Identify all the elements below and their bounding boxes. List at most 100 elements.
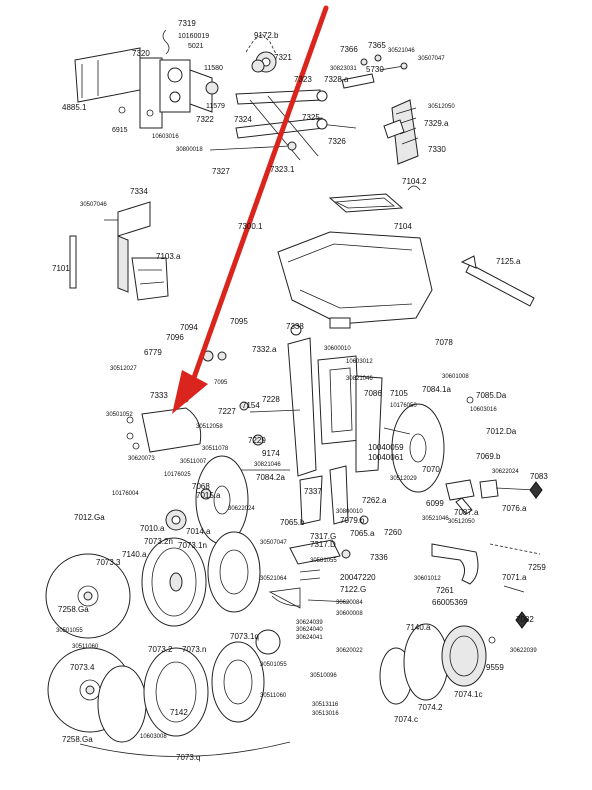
part-number-label: 30800018 [176, 147, 203, 153]
red-pointer-arrow-icon [172, 5, 329, 414]
part-number-label: 7073.n [182, 645, 206, 654]
part-number-label: 30512050 [448, 519, 475, 525]
part-number-label: 7015.a [196, 491, 221, 500]
part-number-label: 7334 [130, 187, 148, 196]
part-number-label: 30512058 [196, 424, 223, 430]
part-number-label: 7326 [328, 137, 346, 146]
part-number-label: 7069.b [476, 452, 501, 461]
part-number-label: 7259 [528, 563, 546, 572]
part-number-label: 30513116 [312, 702, 339, 708]
part-number-label: 30510096 [310, 673, 337, 679]
part-number-label: 30511060 [260, 693, 287, 699]
part-number-label: 7319 [178, 19, 196, 28]
part-number-label: 30601012 [414, 576, 441, 582]
part-number-label: 30511060 [72, 644, 99, 650]
part-number-label: 7085.Da [476, 391, 507, 400]
part-number-label: 7320 [132, 49, 150, 58]
part-number-label: 7076.a [502, 504, 527, 513]
part-number-label: 7333 [150, 391, 168, 400]
part-number-label: 7071.a [502, 573, 527, 582]
part-number-label: 7073.4 [70, 663, 95, 672]
part-number-label: 30600010 [324, 346, 351, 352]
closing-wheel-arm-part [431, 543, 541, 629]
part-number-label: 7079.b [340, 516, 365, 525]
part-number-label: 7323 [294, 75, 312, 84]
part-number-label: 7073.3 [96, 558, 121, 567]
part-number-label: 7140.a [406, 623, 431, 632]
part-number-label: 7142 [170, 708, 188, 717]
part-number-label: 30601008 [442, 374, 469, 380]
part-number-label: 11579 [206, 103, 225, 110]
chain-part [245, 33, 277, 73]
part-number-label: 10040061 [368, 453, 404, 462]
part-number-label: 7087.a [454, 508, 479, 517]
part-number-label: 10160019 [178, 33, 209, 40]
part-number-label: 30501052 [106, 412, 133, 418]
part-number-label: 30507047 [260, 540, 287, 546]
part-number-label: 7125.a [496, 257, 521, 266]
part-number-label: 30512027 [110, 366, 137, 372]
part-number-label: 30511078 [202, 446, 229, 452]
part-number-label: 7104.2 [402, 177, 427, 186]
part-number-label: 5021 [188, 43, 204, 50]
part-number-label: 7073.2 [148, 645, 173, 654]
part-number-label: 7073.1q [230, 632, 259, 641]
part-number-label: 7012.Ga [74, 513, 105, 522]
part-number-label: 7329.a [424, 119, 449, 128]
part-number-label: 66005369 [432, 598, 468, 607]
part-number-label: 7083 [530, 472, 548, 481]
part-number-label: 9174 [262, 449, 280, 458]
part-number-label: 10603008 [140, 734, 167, 740]
gauge-wheel-1n [207, 531, 261, 613]
part-number-label: 7096 [166, 333, 184, 342]
part-number-label: 7322 [196, 115, 214, 124]
part-number-label: 30624039 [296, 620, 323, 626]
part-number-label: 10603016 [470, 407, 497, 413]
part-number-label: 30800010 [336, 509, 363, 515]
part-number-label: 7324 [234, 115, 252, 124]
part-number-label: 7012.Da [486, 427, 517, 436]
part-number-label: 7094 [180, 323, 198, 332]
shaft-arm-group [209, 89, 357, 161]
part-number-label: 7258.Ga [58, 605, 89, 614]
part-number-label: 7337 [304, 487, 322, 496]
part-number-label: 30624040 [296, 627, 323, 633]
press-wheel-bracket-part [268, 539, 351, 609]
part-number-label: 30581055 [310, 558, 337, 564]
part-number-label: 30513016 [312, 711, 339, 717]
part-number-label: 7065.b [280, 518, 305, 527]
part-number-label: 7095 [230, 317, 248, 326]
part-number-label: 7074.1c [454, 690, 482, 699]
part-number-label: 7082 [516, 615, 534, 624]
right-disc-part [383, 396, 474, 493]
part-number-label: 7074.c [394, 715, 418, 724]
part-number-label: 7261 [436, 586, 454, 595]
part-number-label: 7073.1n [178, 541, 207, 550]
part-number-label: 9172.b [254, 31, 279, 40]
part-number-label: 30624041 [296, 635, 323, 641]
part-number-label: 7262.a [362, 496, 387, 505]
part-number-label: 7070 [422, 465, 440, 474]
part-number-label: 30821046 [254, 462, 281, 468]
part-number-label: 7365 [368, 41, 386, 50]
seed-hopper-part [277, 231, 433, 329]
closing-wheels [379, 623, 496, 705]
brush-shaft-group [341, 54, 419, 165]
hopper-lid-part [328, 185, 421, 213]
part-number-label: 7073.2n [144, 537, 173, 546]
part-number-label: 30620073 [128, 456, 155, 462]
part-number-label: 7323.1 [270, 165, 295, 174]
part-number-label: 30501055 [56, 628, 83, 634]
part-number-label: 10040059 [368, 443, 404, 452]
part-number-label: 30622024 [492, 469, 519, 475]
part-number-label: 10176004 [112, 491, 139, 497]
scraper-tool-part [460, 255, 535, 307]
part-number-label: 7330 [428, 145, 446, 154]
part-number-label: 5730 [366, 65, 384, 74]
part-number-label: 7095 [214, 380, 228, 386]
part-number-label: 6779 [144, 348, 162, 357]
part-number-label: 30821046 [346, 376, 373, 382]
cover-plate-part [126, 407, 202, 453]
part-number-label: 7328.a [324, 75, 349, 84]
part-number-label: 7140.a [122, 550, 147, 559]
